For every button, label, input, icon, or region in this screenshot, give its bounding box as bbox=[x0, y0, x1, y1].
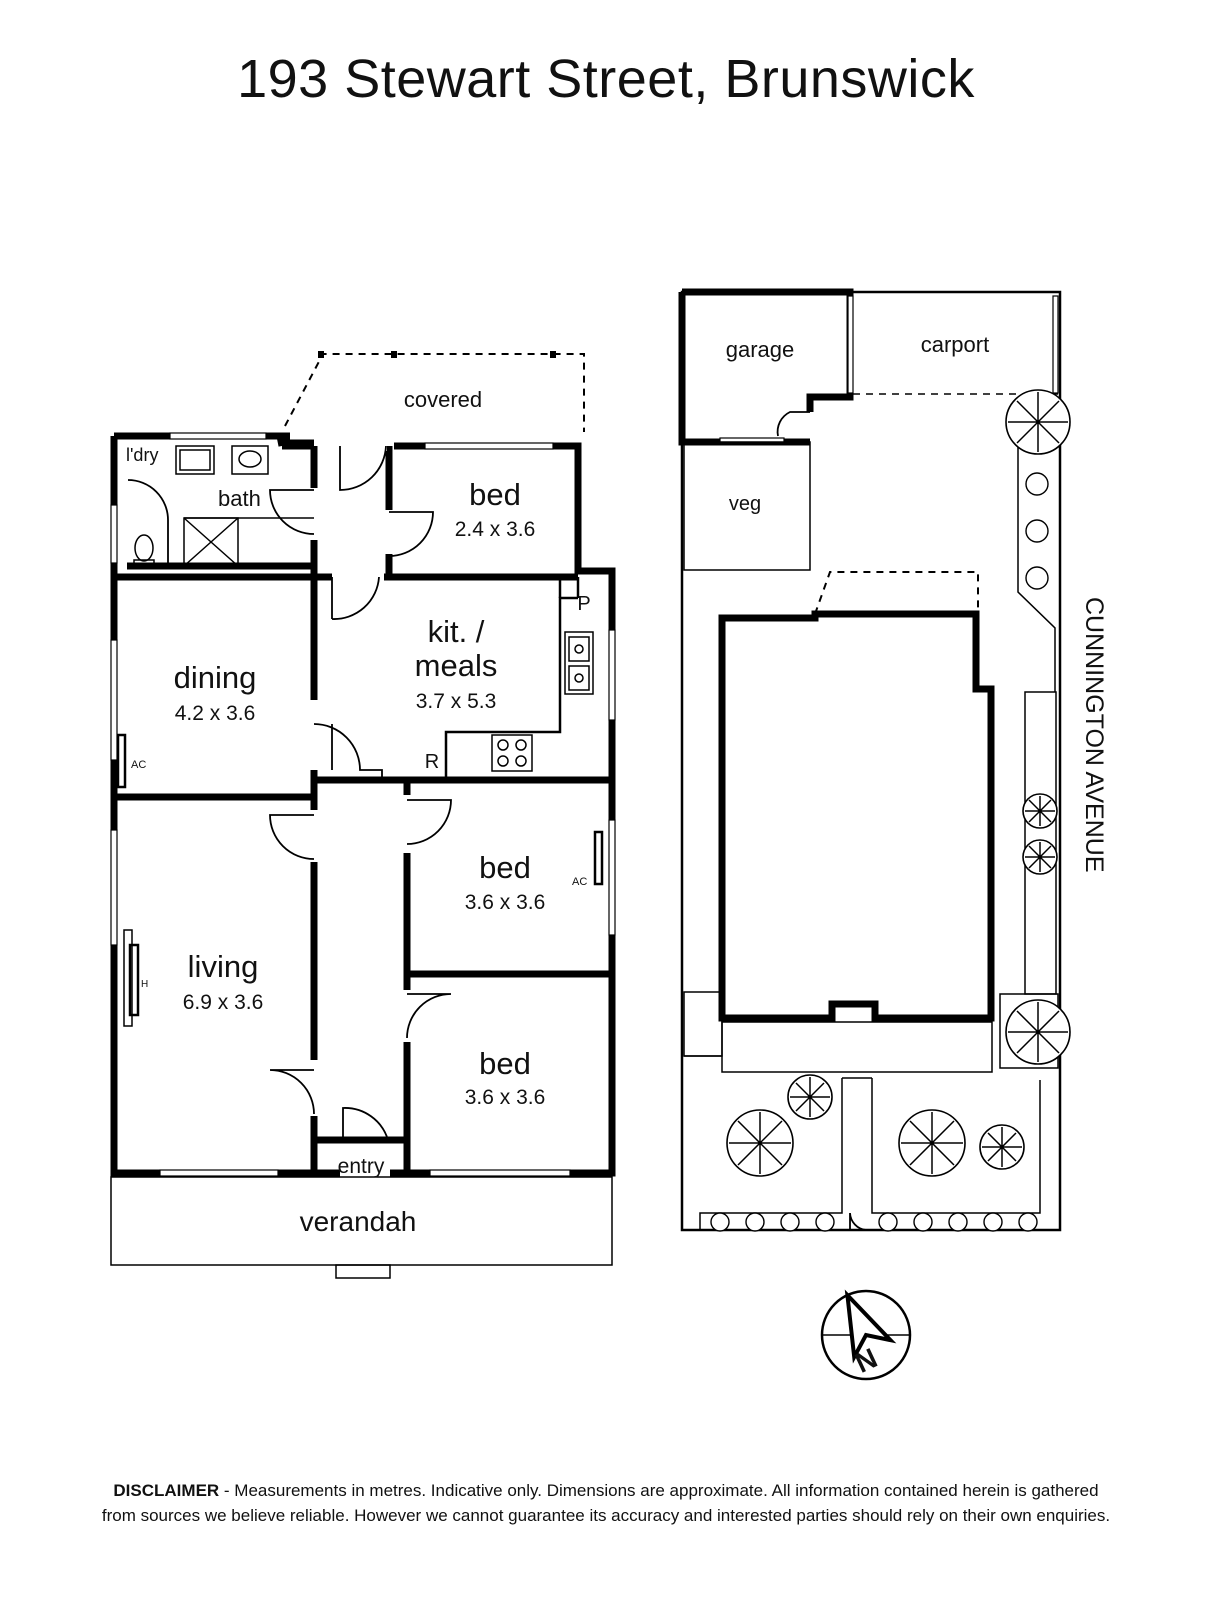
room-label-bed1: bed bbox=[469, 477, 521, 512]
area-label-covered: covered bbox=[404, 387, 482, 412]
house-outer-wall bbox=[110, 432, 616, 1177]
north-compass-icon: N bbox=[820, 1289, 912, 1381]
area-label-verandah: verandah bbox=[300, 1206, 417, 1237]
north-label: N bbox=[850, 1342, 881, 1379]
ac-label-dining: AC bbox=[131, 759, 146, 771]
room-size-kitchen: 3.7 x 5.3 bbox=[416, 690, 497, 713]
room-label-entry: entry bbox=[338, 1155, 385, 1178]
disclaimer-text-line2: from sources we believe reliable. Howeve… bbox=[101, 1506, 1111, 1525]
room-size-bed1: 2.4 x 3.6 bbox=[455, 518, 536, 541]
ac-label-bed2: AC bbox=[572, 876, 587, 888]
room-label-laundry: l'dry bbox=[126, 445, 158, 465]
room-label-dining: dining bbox=[174, 660, 257, 695]
street-label: CUNNINGTON AVENUE bbox=[1080, 597, 1108, 873]
tree-icon bbox=[726, 389, 1071, 1177]
disclaimer: DISCLAIMER - Measurements in metres. Ind… bbox=[0, 1478, 1212, 1528]
room-label-bed2: bed bbox=[479, 850, 531, 885]
covered-area-outline bbox=[284, 353, 585, 432]
room-size-living: 6.9 x 3.6 bbox=[183, 991, 264, 1014]
shrub-icon bbox=[710, 472, 1049, 1232]
room-label-living: living bbox=[188, 949, 259, 984]
pantry-label: P bbox=[577, 593, 590, 615]
room-size-bed2: 3.6 x 3.6 bbox=[465, 891, 546, 914]
area-label-garage: garage bbox=[726, 337, 795, 362]
room-label-bed3: bed bbox=[479, 1046, 531, 1081]
room-label-bath: bath bbox=[218, 486, 261, 511]
heater-label: H bbox=[141, 979, 148, 990]
disclaimer-text-line1: - Measurements in metres. Indicative onl… bbox=[219, 1481, 1099, 1500]
disclaimer-label: DISCLAIMER bbox=[113, 1481, 220, 1500]
room-size-dining: 4.2 x 3.6 bbox=[175, 702, 256, 725]
room-size-bed3: 3.6 x 3.6 bbox=[465, 1086, 546, 1109]
fridge-label: R bbox=[425, 751, 439, 773]
area-label-carport: carport bbox=[921, 332, 989, 357]
room-label-kitchen-line1: kit. / bbox=[428, 614, 485, 649]
area-label-veg: veg bbox=[729, 493, 761, 515]
site-plan: garage carport veg CUNNINGTON AVENUE N bbox=[678, 288, 1108, 1381]
house-plan: l'dry bath bed 2.4 x 3.6 covered dining … bbox=[110, 351, 617, 1279]
page-title: 193 Stewart Street, Brunswick bbox=[237, 49, 975, 109]
room-label-kitchen-line2: meals bbox=[415, 648, 498, 683]
